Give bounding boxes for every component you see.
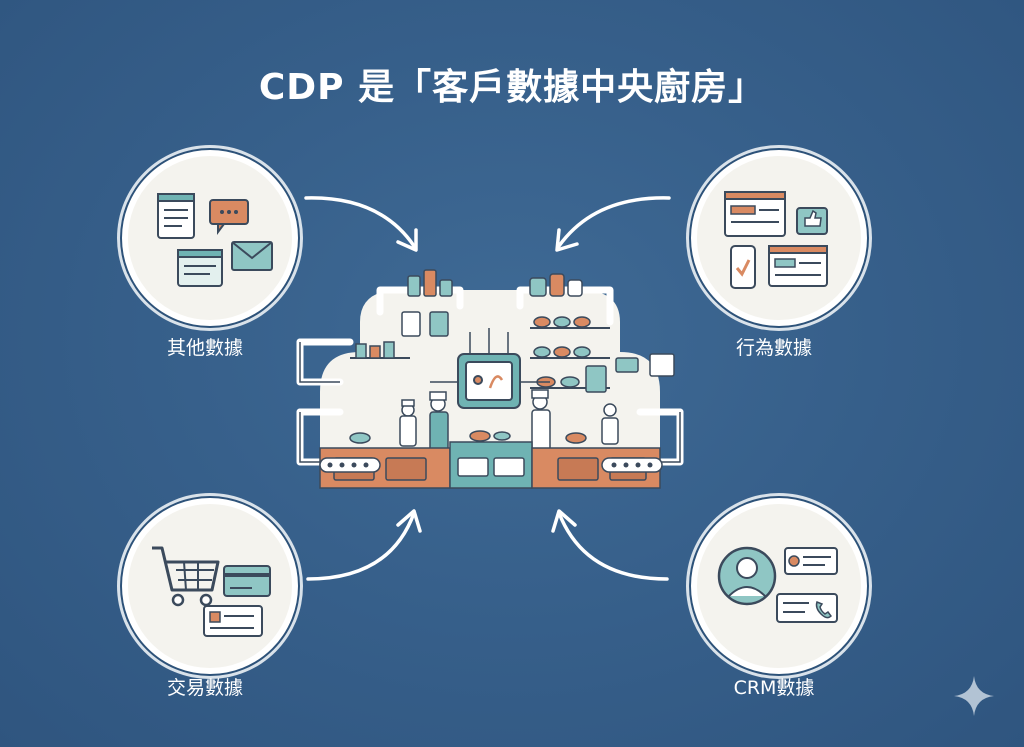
arrow-top-left	[304, 196, 418, 252]
arrow-bottom-left	[306, 509, 422, 581]
page-title: CDP 是「客戶數據中央廚房」	[258, 67, 766, 108]
sparkle-icon	[954, 676, 994, 716]
other-data-circle	[122, 150, 298, 326]
transaction-data-label: 交易數據	[166, 677, 243, 699]
crm-data-circle	[691, 498, 867, 674]
transaction-data-circle	[122, 498, 298, 674]
other-data-label: 其他數據	[166, 337, 243, 359]
customer-profile-icon	[717, 546, 838, 623]
web-and-mobile-activity-icon	[724, 191, 828, 289]
central-kitchen-illustration	[296, 269, 684, 489]
receipt-ticket-icon	[203, 605, 263, 637]
crm-data-label: CRM數據	[733, 677, 815, 699]
phone-icon	[815, 601, 832, 619]
shopping-cart-icon	[152, 546, 220, 607]
behavior-data-label: 行為數據	[735, 337, 812, 359]
shopping-cart-and-card-icon	[152, 546, 271, 637]
credit-card-icon	[223, 565, 271, 597]
documents-and-message-icon	[157, 193, 273, 287]
arrow-top-right	[555, 196, 671, 252]
arrow-bottom-right	[551, 509, 669, 581]
behavior-data-circle	[691, 150, 867, 326]
